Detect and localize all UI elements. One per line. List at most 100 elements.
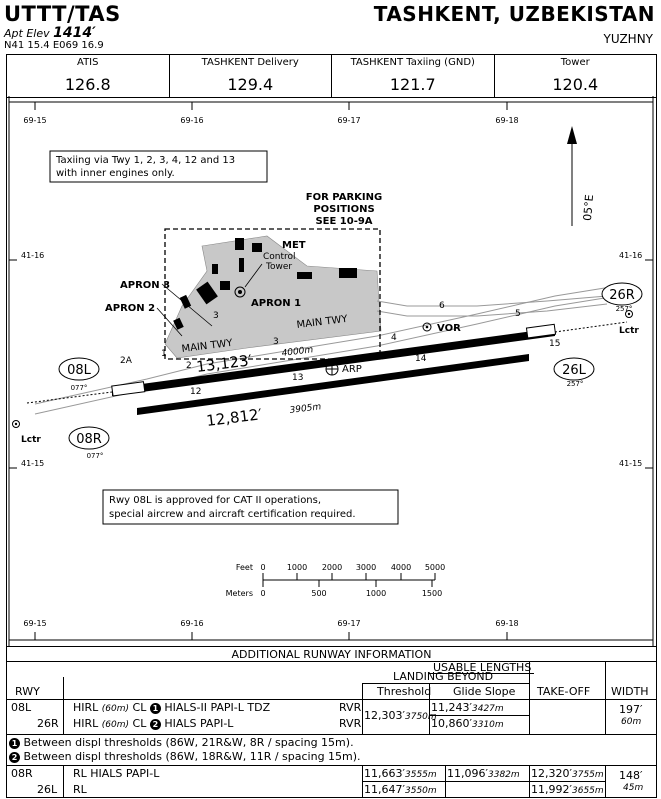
airport-elevation: Apt Elev 1414′ xyxy=(4,25,96,41)
scale-tick: 1000 xyxy=(287,563,307,572)
lat-label: 41-16 xyxy=(21,251,44,260)
twy-number: 3 xyxy=(213,311,219,321)
runway-info-table: ADDITIONAL RUNWAY INFORMATION USABLE LEN… xyxy=(6,646,657,798)
lighting-rest: HIALS PAPI-L xyxy=(164,717,234,730)
threshold-26l: 11,647′3550m xyxy=(364,783,437,796)
twy-number: 2 xyxy=(186,361,192,371)
usable-lengths-header: USABLE LENGTHS xyxy=(433,661,532,674)
twy-number: 4 xyxy=(391,333,397,343)
threshold-ft: 12,303′ xyxy=(364,709,405,722)
comm-frequencies: ATIS 126.8 TASHKENT Delivery 129.4 TASHK… xyxy=(6,54,657,98)
comm-label: Tower xyxy=(560,57,590,68)
rvr-label: RVR xyxy=(339,717,362,730)
cat2-note-line: Rwy 08L is approved for CAT II operation… xyxy=(109,495,321,506)
approach-lights xyxy=(26,321,628,404)
gs-m: 3382m xyxy=(488,770,520,780)
lighting-row: HIRL (60m) CL 2 HIALS PAPI-L xyxy=(73,717,233,730)
comm-label: TASHKENT Taxiing (GND) xyxy=(350,57,475,68)
tower-label-line: Tower xyxy=(265,262,292,272)
locator-icon-east xyxy=(625,310,633,318)
airport-ident: UTTT/TAS xyxy=(4,2,121,26)
rvr-label: RVR xyxy=(339,701,362,714)
table-title: ADDITIONAL RUNWAY INFORMATION xyxy=(231,648,432,661)
cat2-note-line: special aircrew and aircraft certificati… xyxy=(109,509,356,520)
glide-slope-26r: 10,860′3310m xyxy=(431,717,504,730)
lighting-hirl: HIRL xyxy=(73,701,99,714)
scale-tick: 5000 xyxy=(425,563,445,572)
comm-delivery: TASHKENT Delivery 129.4 xyxy=(170,55,332,97)
north-runway-meters: 4000m xyxy=(281,345,314,359)
lon-label: 69-15 xyxy=(23,619,46,628)
glide-slope-08l: 11,243′3427m xyxy=(431,701,504,714)
runway-id: 08L xyxy=(67,363,92,378)
runway-id: 08R xyxy=(76,432,102,447)
lon-label: 69-15 xyxy=(23,116,46,125)
width-08l-ft: 197′ xyxy=(619,703,643,716)
vor-label: VOR xyxy=(437,323,461,334)
comm-freq: 121.7 xyxy=(389,75,436,94)
scale-bar: Feet Meters 0 1000 2000 3000 4000 5000 0… xyxy=(226,563,446,598)
twy-number: 6 xyxy=(439,301,445,311)
twy-number: 13 xyxy=(292,373,303,383)
rwy-id: 08R xyxy=(11,767,33,780)
runway-course: 077° xyxy=(71,384,88,392)
cat2-note-box xyxy=(102,489,399,525)
threshold-m: 3550m xyxy=(405,786,437,796)
scale-tick: 1000 xyxy=(366,589,386,598)
twy-number: 12 xyxy=(190,387,201,397)
tower-label-line: Control xyxy=(263,252,296,262)
note-1-icon: 1 xyxy=(149,702,161,714)
rwy-id: 26R xyxy=(37,717,59,730)
apron2-label: APRON 2 xyxy=(105,303,155,314)
lighting-rest: HIALS-II PAPI-L TDZ xyxy=(164,701,271,714)
gs-m: 3427m xyxy=(472,704,504,714)
parking-area-box xyxy=(164,228,381,360)
threshold-header: Threshold xyxy=(377,685,432,698)
width-08r-ft: 148′ xyxy=(619,769,643,782)
lighting-cl: CL xyxy=(132,701,147,714)
vor-icon xyxy=(422,322,432,332)
threshold-ft: 11,663′ xyxy=(364,767,405,780)
runway-course: 257° xyxy=(616,305,633,313)
to-m: 3655m xyxy=(572,786,604,796)
note-text: Between displ thresholds (86W, 21R&W, 8R… xyxy=(23,736,354,749)
lat-label: 41-16 xyxy=(619,251,642,260)
scale-tick: 0 xyxy=(260,589,265,598)
parking-note-line: SEE 10-9A xyxy=(315,216,372,227)
twy-2a-label: 2A xyxy=(120,356,133,366)
lat-label: 41-15 xyxy=(619,459,642,468)
scale-feet-label: Feet xyxy=(236,563,253,572)
lighting-row: RL HIALS PAPI-L xyxy=(73,767,160,780)
runway-label-26l: 26L 257° xyxy=(553,357,595,388)
lat-label: 41-15 xyxy=(21,459,44,468)
width-08r-m: 45m xyxy=(623,783,644,793)
gs-m: 3310m xyxy=(472,720,504,730)
threshold-m: 3750m xyxy=(405,712,437,722)
to-ft: 12,320′ xyxy=(531,767,572,780)
to-m: 3755m xyxy=(572,770,604,780)
taxiway-outlines xyxy=(34,285,618,415)
note-text: Between displ thresholds (86W, 18R&W, 11… xyxy=(23,750,361,763)
runway-label-08r: 08R 077° xyxy=(68,426,110,460)
twy-number: 1 xyxy=(161,349,167,359)
comm-freq: 120.4 xyxy=(552,75,599,94)
gs-ft: 11,243′ xyxy=(431,701,472,714)
note-2-icon: 2 xyxy=(9,751,20,763)
apron1-label: APRON 1 xyxy=(251,298,301,309)
lighting-row: HIRL (60m) CL 1 HIALS-II PAPI-L TDZ xyxy=(73,701,270,714)
width-08l-m: 60m xyxy=(621,717,642,727)
locator-label: Lctr xyxy=(21,435,41,445)
met-label: MET xyxy=(282,240,306,251)
lon-label: 69-18 xyxy=(495,116,518,125)
parking-note-line: FOR PARKING xyxy=(306,192,382,203)
elevation-value: 1414′ xyxy=(53,25,96,41)
twy-number: 15 xyxy=(549,339,560,349)
rwy-id: 26L xyxy=(37,783,58,796)
taxi-note-line: with inner engines only. xyxy=(56,168,175,179)
scale-tick: 0 xyxy=(260,563,265,572)
elevation-label: Apt Elev xyxy=(4,27,50,40)
to-ft: 11,992′ xyxy=(531,783,572,796)
lon-label: 69-18 xyxy=(495,619,518,628)
arp-icon xyxy=(325,362,339,376)
takeoff-08r: 12,320′3755m xyxy=(531,767,604,780)
